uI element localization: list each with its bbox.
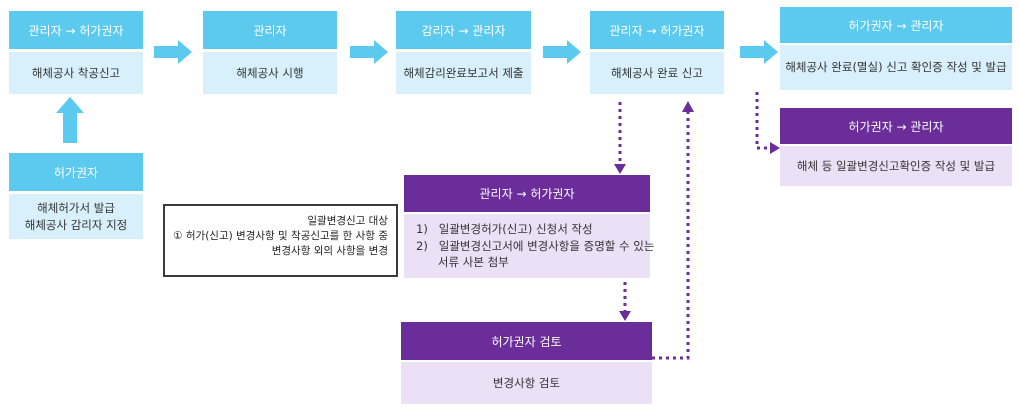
review-header: 허가권자 검토 xyxy=(401,322,652,360)
change-report-header: 관리자 → 허가권자 xyxy=(404,175,650,212)
dotted-branch xyxy=(755,92,770,150)
step4-body: 해체공사 완료 신고 xyxy=(590,52,724,94)
change-report-body: 1) 일괄변경허가(신고) 신청서 작성 2) 일괄변경신고서에 변경사항을 증… xyxy=(404,214,654,278)
step4-header: 관리자 → 허가권자 xyxy=(590,11,724,49)
arrow-right-3 xyxy=(543,40,581,64)
dotted-arrowhead-1 xyxy=(614,164,626,174)
permit-body-line2: 해체공사 감리자 지정 xyxy=(24,217,128,232)
note-line1: ① 허가(신고) 변경사항 및 착공신고를 한 사항 중 xyxy=(173,230,388,243)
change-issue-body: 해체 등 일괄변경신고확인증 작성 및 발급 xyxy=(780,146,1012,186)
permit-header: 허가권자 xyxy=(9,153,143,191)
arrow-right-2 xyxy=(350,40,388,64)
note-title: 일괄변경신고 대상 xyxy=(307,215,388,227)
change-report-line2: 2) 일괄변경신고서에 변경사항을 증명할 수 있는 xyxy=(416,238,655,253)
step3-header: 감리자 → 관리자 xyxy=(396,11,531,49)
change-target-note: 일괄변경신고 대상 ① 허가(신고) 변경사항 및 착공신고를 한 사항 중 변… xyxy=(163,204,398,277)
arrow-up xyxy=(56,97,84,143)
step5-header: 허가권자 → 관리자 xyxy=(780,7,1012,43)
change-report-line1: 1) 일괄변경허가(신고) 신청서 작성 xyxy=(416,221,593,236)
step1-header: 관리자 → 허가권자 xyxy=(9,11,143,49)
arrow-right-1 xyxy=(154,40,192,64)
review-body: 변경사항 검토 xyxy=(401,362,652,404)
change-issue-header: 허가권자 → 관리자 xyxy=(780,108,1012,144)
step1-body: 해체공사 착공신고 xyxy=(9,52,143,94)
note-line2: 변경사항 외의 사항을 변경 xyxy=(271,245,388,258)
change-report-line3: 서류 사본 첨부 xyxy=(416,255,509,270)
step2-header: 관리자 xyxy=(203,11,337,49)
step3-body: 해체감리완료보고서 제출 xyxy=(396,52,531,94)
permit-body-line1: 해체허가서 발급 xyxy=(37,200,115,215)
permit-body: 해체허가서 발급 해체공사 감리자 지정 xyxy=(9,194,143,239)
dotted-return xyxy=(652,110,690,360)
step2-body: 해체공사 시행 xyxy=(203,52,337,94)
dotted-arrowhead-4 xyxy=(770,142,780,154)
dotted-arrowhead-2 xyxy=(619,311,631,321)
step5-body: 해체공사 완료(멸실) 신고 확인증 작성 및 발급 xyxy=(780,45,1012,90)
dotted-arrowhead-3 xyxy=(682,101,694,112)
arrow-right-4 xyxy=(740,40,778,64)
